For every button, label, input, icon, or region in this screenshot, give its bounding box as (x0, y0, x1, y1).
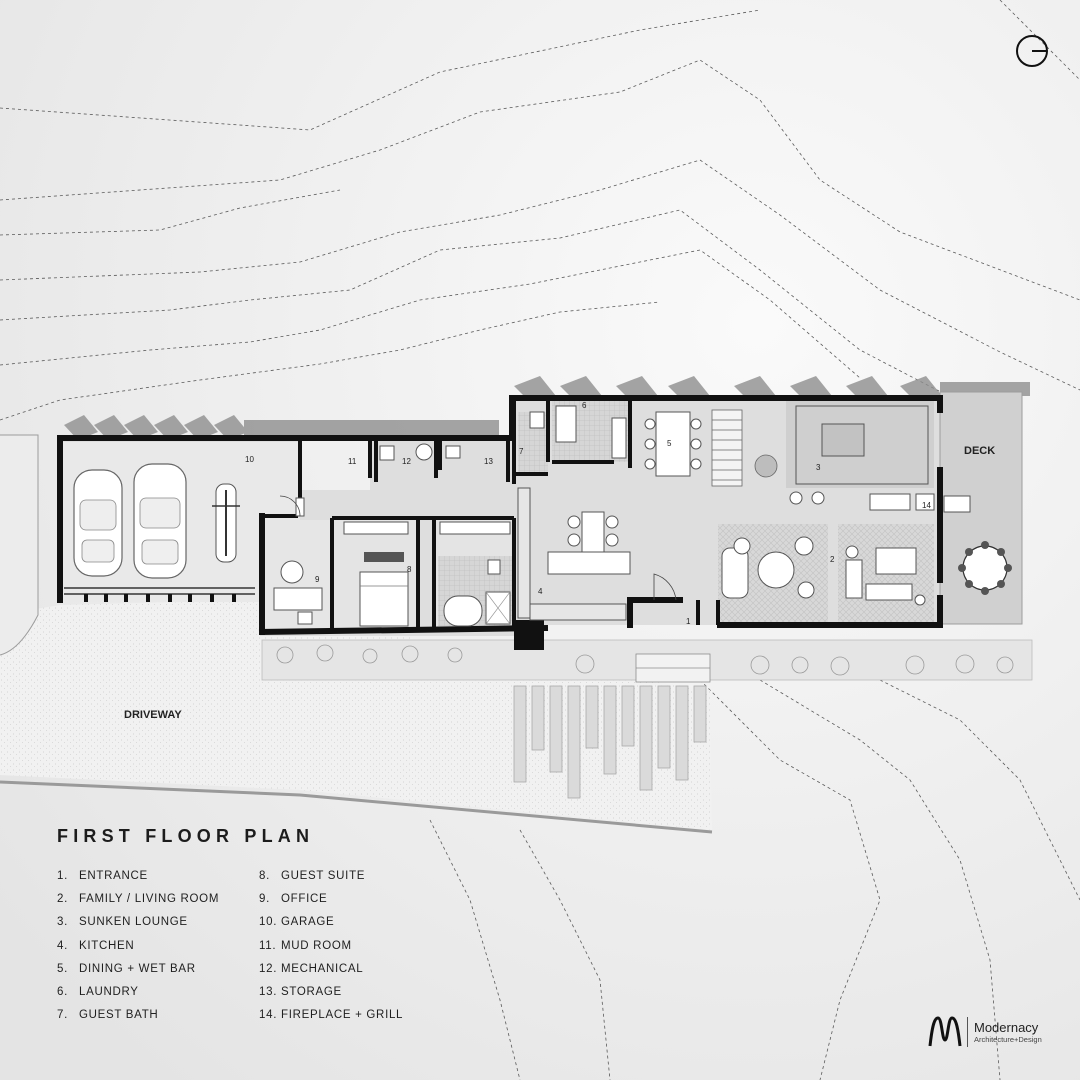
staircase (711, 409, 778, 487)
room-label-6: 6 (582, 401, 587, 410)
legend-column-right: 8.GUEST SUITE 9.OFFICE 10.GARAGE 11.MUD … (259, 865, 437, 1027)
brand-divider (967, 1017, 968, 1047)
legend-item: 11.MUD ROOM (259, 939, 352, 952)
legend-item: 9.OFFICE (259, 893, 328, 906)
kitchen-island (517, 487, 631, 621)
legend: FIRST FLOOR PLAN 1.ENTRANCE 2.FAMILY / L… (57, 826, 477, 1027)
garage-door-posts (84, 594, 236, 602)
room-label-11: 11 (348, 457, 357, 466)
motorcycle (212, 483, 240, 563)
legend-item: 1.ENTRANCE (57, 870, 148, 882)
road-edge (0, 434, 39, 656)
dining-table (644, 411, 702, 477)
car-left (73, 469, 123, 577)
legend-column-left: 1.ENTRANCE 2.FAMILY / LIVING ROOM 3.SUNK… (57, 865, 235, 1027)
room-label-1: 1 (686, 617, 691, 626)
brand-tagline: Architecture+Design (974, 1034, 1042, 1044)
legend-item: 12.MECHANICAL (259, 962, 364, 975)
brand-name: Modernacy (974, 1019, 1039, 1035)
legend-item: 14.FIREPLACE + GRILL (259, 1009, 404, 1022)
utility-fixtures (295, 443, 461, 517)
legend-item: 2.FAMILY / LIVING ROOM (57, 893, 220, 906)
driveway-label: DRIVEWAY (124, 709, 182, 721)
deck-dining (958, 541, 1012, 595)
room-label-3: 3 (816, 463, 821, 472)
brand-logo: Modernacy Architecture+Design (926, 1014, 1042, 1050)
room-label-13: 13 (484, 457, 493, 466)
driveway-edge (0, 780, 713, 834)
living-room-furniture (721, 536, 926, 606)
legend-item: 7.GUEST BATH (57, 1009, 159, 1022)
deck-label: DECK (964, 445, 995, 457)
room-label-14: 14 (922, 501, 931, 510)
exterior-walls (57, 395, 943, 636)
bath-fixtures (439, 521, 511, 627)
room-label-10: 10 (245, 455, 254, 464)
room-label-4: 4 (538, 587, 543, 596)
stepping-pavers (513, 685, 707, 799)
sunken-lounge-furniture (789, 405, 935, 511)
room-label-8: 8 (407, 565, 412, 574)
planting-shrubs (276, 644, 1014, 676)
entrance-door-swing (653, 573, 677, 601)
modernacy-m-logo-icon (928, 1016, 962, 1047)
legend-item: 3.SUNKEN LOUNGE (57, 916, 188, 929)
legend-item: 10.GARAGE (259, 916, 335, 929)
office-furniture (273, 560, 323, 625)
guest-suite-furniture (343, 521, 409, 627)
room-label-5: 5 (667, 439, 672, 448)
legend-item: 13.STORAGE (259, 985, 342, 998)
window-glazing (61, 460, 255, 595)
plan-title: FIRST FLOOR PLAN (57, 826, 315, 846)
grill (943, 495, 971, 513)
room-number-labels: 1 2 3 4 5 6 7 8 9 10 11 12 13 14 (245, 401, 931, 626)
room-label-9: 9 (315, 575, 320, 584)
legend-item: 5.DINING + WET BAR (57, 962, 196, 975)
legend-item: 4.KITCHEN (57, 939, 135, 952)
room-label-12: 12 (402, 457, 411, 466)
car-right (133, 463, 187, 579)
legend-item: 8.GUEST SUITE (259, 870, 366, 882)
office-door-swing (279, 495, 301, 517)
interior-walls (262, 400, 720, 632)
driveway-surface (0, 600, 712, 830)
north-arrow-icon (1016, 35, 1048, 67)
entry-column (514, 620, 544, 650)
room-label-7: 7 (519, 447, 524, 456)
laundry-fixtures (529, 405, 627, 459)
legend-item: 6.LAUNDRY (57, 985, 139, 998)
room-label-2: 2 (830, 555, 835, 564)
